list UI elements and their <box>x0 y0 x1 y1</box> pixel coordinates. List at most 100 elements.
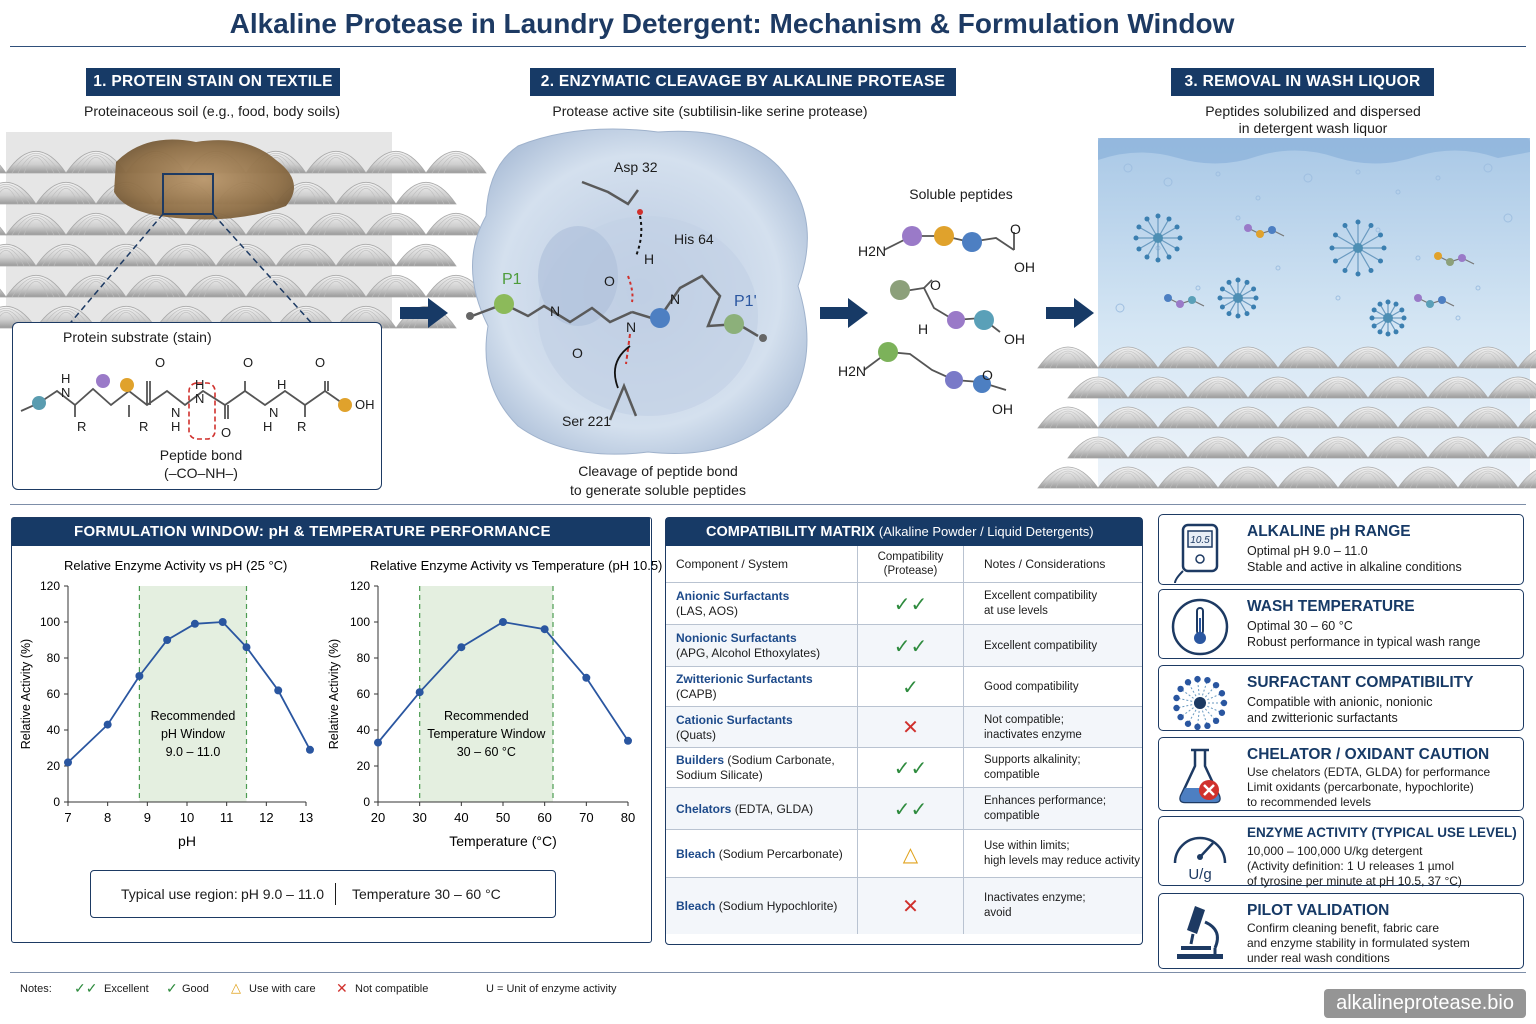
chart-title: Relative Enzyme Activity vs Temperature … <box>370 558 662 573</box>
note-line: Use within limits; <box>984 840 1070 852</box>
x-axis-label: pH <box>178 833 196 849</box>
legend-label: Notes: <box>20 983 52 995</box>
atom-n-4: N <box>269 405 278 420</box>
component-detail: (Sodium Carbonate, <box>724 753 835 767</box>
data-point <box>374 738 382 747</box>
notes-cell: Good compatibility <box>964 667 1142 707</box>
component-cell: Anionic Surfactants(LAS, AOS) <box>666 583 857 625</box>
component-name: Nonionic Surfactants <box>676 631 797 645</box>
property-line: Limit oxidants (percarbonate, hypochlori… <box>1247 780 1474 794</box>
x-tick-label: 70 <box>579 810 593 825</box>
atom-o-4: O <box>315 355 325 370</box>
window-label: Temperature Window <box>427 727 546 741</box>
wash-liquor-illustration <box>1037 138 1536 489</box>
summary-label: Typical use region: <box>121 886 238 902</box>
data-point <box>540 625 549 634</box>
x-tick-label: 13 <box>299 810 313 825</box>
cleavage-caption-line2: to generate soluble peptides <box>570 482 746 498</box>
formulation-header: FORMULATION WINDOW: pH & TEMPERATURE PER… <box>12 518 650 546</box>
property-line: and zwitterionic surfactants <box>1247 711 1398 725</box>
note-line: at use levels <box>984 605 1048 617</box>
property-line: of tyrosine per minute at pH 10.5, 37 °C… <box>1247 874 1462 888</box>
component-cell: Cationic Surfactants(Quats) <box>666 707 857 748</box>
note-line: inactivates enzyme <box>984 728 1082 741</box>
peptide1-o: O <box>1010 221 1021 237</box>
matrix-row: Nonionic Surfactants(APG, Alcohol Ethoxy… <box>666 624 1142 667</box>
atom-h-3: H <box>195 377 204 392</box>
notes-cell: Excellent compatibility <box>964 625 1142 667</box>
compatible-check-icon: ✓✓ <box>857 583 964 625</box>
y-tick-label: 100 <box>40 615 60 629</box>
matrix-row: Bleach (Sodium Hypochlorite)✕Inactivates… <box>666 877 1142 934</box>
asp32-label: Asp 32 <box>614 159 658 175</box>
x-tick-label: 50 <box>496 810 510 825</box>
y-tick-label: 20 <box>357 759 371 773</box>
component-detail: (Sodium Hypochlorite) <box>715 898 838 913</box>
component-detail: (Sodium Percarbonate) <box>715 846 843 861</box>
y-tick-label: 120 <box>40 579 60 593</box>
matrix-row: Chelators (EDTA, GLDA)✓✓Enhances perform… <box>666 787 1142 830</box>
x-axis-label: Temperature (°C) <box>449 833 557 849</box>
compatibility-matrix: COMPATIBILITY MATRIX (Alkaline Powder / … <box>665 517 1143 945</box>
data-point <box>218 618 227 626</box>
matrix-subtitle: (Alkaline Powder / Liquid Detergents) <box>878 524 1094 539</box>
component-detail: (EDTA, GLDA) <box>731 801 814 816</box>
not-compatible-x-icon: ✕ <box>336 980 348 996</box>
note-line: Enhances performance; <box>984 795 1107 807</box>
component-cell: Bleach (Sodium Percarbonate) <box>666 830 857 878</box>
arrow-right-icon <box>1046 298 1094 328</box>
y-tick-label: 20 <box>47 759 61 773</box>
notes-cell: Enhances performance;compatible <box>964 788 1142 830</box>
peptide2-oh: OH <box>1004 331 1025 347</box>
stained-fabric-illustration <box>0 132 487 329</box>
data-point <box>274 686 283 695</box>
property-line: and enzyme stability in formulated syste… <box>1247 936 1470 950</box>
x-tick-label: 8 <box>104 810 111 825</box>
matrix-title: COMPATIBILITY MATRIX <box>706 524 875 540</box>
protease-active-site-illustration: Asp 32 His 64 Ser 221 P1 P1' H O N O N N <box>466 128 808 455</box>
carbonyl-o-atom: O <box>604 273 615 289</box>
ring-n-atom: N <box>670 291 680 307</box>
summary-divider <box>335 883 336 905</box>
section-divider <box>10 504 1526 505</box>
window-label: pH Window <box>161 727 226 741</box>
legend-unit: U = Unit of enzyme activity <box>486 983 617 995</box>
window-label: Recommended <box>151 709 236 723</box>
component-cell: Chelators (EDTA, GLDA) <box>666 788 857 830</box>
microscope-icon <box>1177 906 1223 959</box>
peptide1-h2n: H2N <box>858 243 886 259</box>
atom-h-2: H <box>171 419 180 434</box>
x-tick-label: 20 <box>371 810 385 825</box>
atom-r-1: R <box>77 419 86 434</box>
atom-n-3: N <box>195 391 204 406</box>
component-cell: Bleach (Sodium Hypochlorite) <box>666 878 857 934</box>
peptide-bond-formula: (–CO–NH–) <box>164 465 238 481</box>
notes-cell: Use within limits;high levels may reduce… <box>964 830 1142 878</box>
property-title: CHELATOR / OXIDANT CAUTION <box>1247 746 1490 763</box>
data-point <box>457 643 466 652</box>
matrix-header: COMPATIBILITY MATRIX (Alkaline Powder / … <box>666 518 1142 546</box>
peptide-chain-diagram: H N R R O N H H N O O N H H R O OH <box>20 355 375 440</box>
compatible-check-icon: ✓✓ <box>857 788 964 830</box>
y-tick-label: 120 <box>350 579 370 593</box>
compatible-check-icon: ✓✓ <box>857 748 964 788</box>
summary-temperature: Temperature 30 – 60 °C <box>352 886 501 902</box>
watermark: alkalineprotease.bio <box>1324 989 1526 1018</box>
data-point <box>305 745 314 754</box>
peptide2-h: H <box>918 321 928 337</box>
note-line: compatible <box>984 769 1040 781</box>
atom-o-2: O <box>221 425 231 440</box>
component-cell: Zwitterionic Surfactants(CAPB) <box>666 667 857 707</box>
data-point <box>499 618 507 626</box>
property-line: Confirm cleaning benefit, fabric care <box>1247 921 1440 935</box>
caution-triangle-icon: △ <box>231 980 241 995</box>
atom-h-4: H <box>277 377 286 392</box>
col2-line1: Compatibility <box>877 551 944 563</box>
property-line: 10,000 – 100,000 U/kg detergent <box>1247 844 1423 858</box>
ser221-label: Ser 221 <box>562 413 611 429</box>
step2-caption: Protease active site (subtilisin-like se… <box>552 103 868 119</box>
title-rule <box>10 46 1526 47</box>
peptide3-h2n: H2N <box>838 363 866 379</box>
legend-bad: Not compatible <box>355 983 429 995</box>
